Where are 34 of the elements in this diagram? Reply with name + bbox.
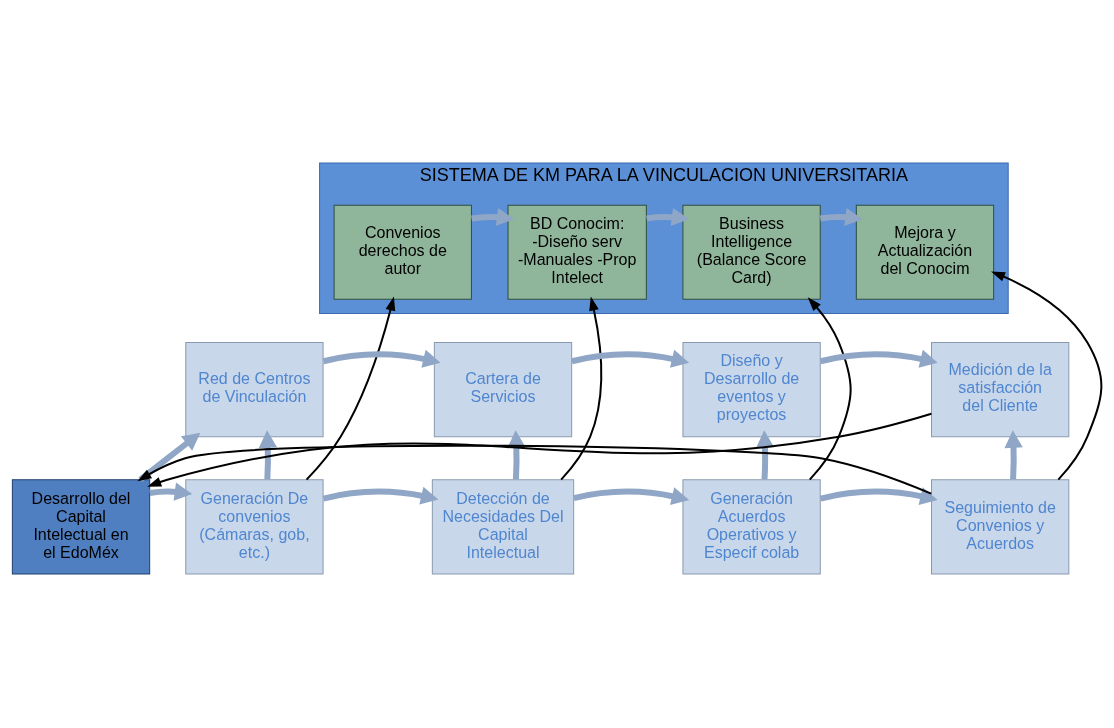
node-box: Cartera de Servicios	[433, 341, 573, 437]
arrow	[991, 270, 1103, 481]
node-box: Business Intelligence (Balance Score Card)	[682, 204, 821, 300]
arrow	[646, 207, 690, 226]
node-box: Convenios derechos de autor	[333, 204, 472, 300]
node-box: Mejora y Actualización del Conocim	[855, 204, 995, 300]
arrow	[1004, 429, 1023, 480]
arrow	[755, 429, 775, 480]
node-box: Generación De convenios (Cámaras, gob, etc.)	[185, 478, 324, 574]
arrow	[573, 486, 690, 505]
arrow	[322, 349, 441, 368]
arrow	[149, 482, 193, 501]
node-box: Diseño y Desarrollo de eventos y proyectos	[682, 341, 821, 437]
node-box: Generación Acuerdos Operativos y Especif colab	[682, 478, 821, 574]
arrow	[560, 296, 603, 481]
arrow	[258, 429, 278, 480]
node-box: Desarrollo del Capital Intelectual en el EdoMéx	[11, 478, 151, 574]
node-box: Medición de la satisfacción del Cliente	[931, 341, 1070, 437]
arrow	[305, 295, 396, 481]
arrow	[137, 444, 933, 495]
arrow	[807, 296, 852, 481]
node-box: BD Conocim: -Diseño serv -Manuales -Prop Intelect	[507, 204, 647, 300]
arrow	[507, 429, 526, 480]
arrow	[819, 486, 938, 505]
arrow	[471, 207, 515, 226]
node-box: Detección de Necesidades Del Capital Intelectual	[431, 478, 575, 574]
node-box: Seguimiento de Convenios y Acuerdos	[931, 478, 1070, 574]
arrow	[138, 432, 201, 482]
arrow	[322, 486, 439, 505]
arrow	[819, 207, 863, 226]
arrow	[571, 349, 690, 368]
node-box: Red de Centros de Vinculación	[185, 341, 324, 437]
arrow	[147, 412, 933, 487]
arrow	[819, 349, 938, 368]
